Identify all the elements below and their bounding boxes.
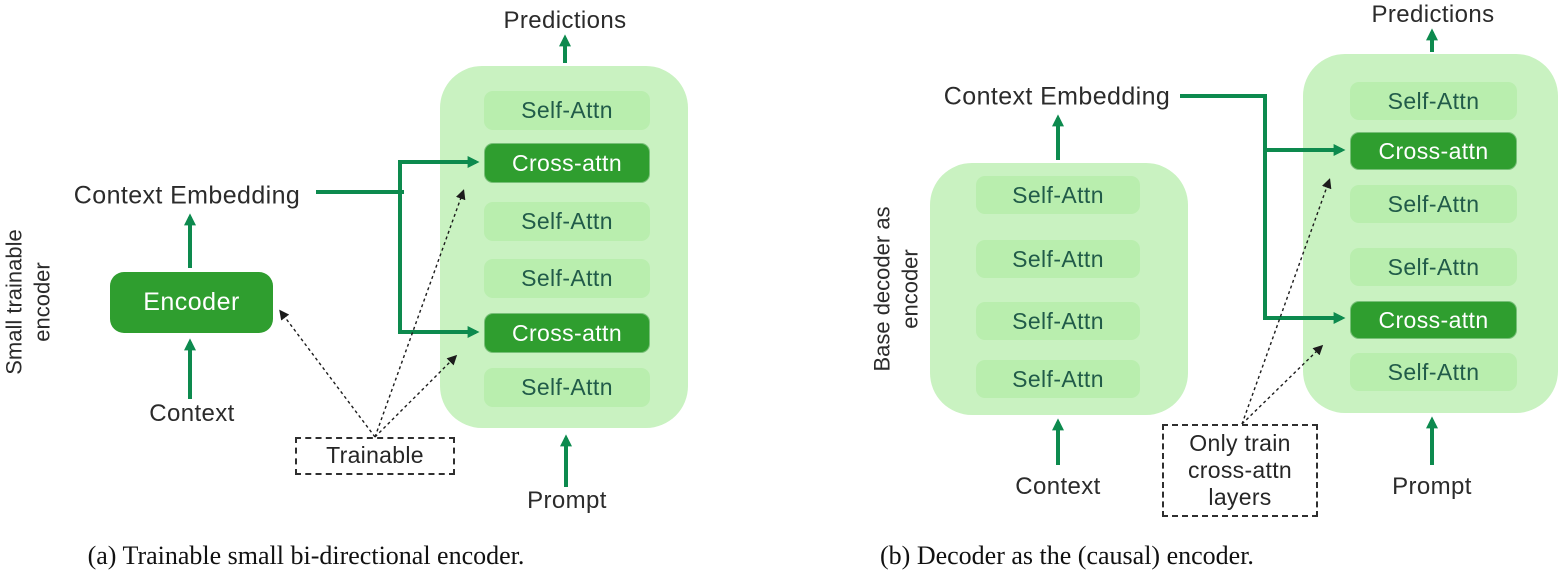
panel-b-encoder-layer-self-attn-4: Self-Attn bbox=[976, 360, 1140, 398]
panel-b-decoder-layer-self-attn-2: Self-Attn bbox=[1350, 185, 1517, 223]
panel-b-context-label: Context bbox=[1015, 473, 1101, 500]
panel-b-encoder-layer-self-attn-2: Self-Attn bbox=[976, 240, 1140, 278]
panel-a-layer-self-attn-3: Self-Attn bbox=[484, 259, 650, 298]
panel-b-prompt-label: Prompt bbox=[1392, 473, 1472, 500]
panel-b-side-label: Base decoder as encoder bbox=[869, 206, 924, 371]
panel-b-decoder-layer-cross-attn-2: Cross-attn bbox=[1350, 301, 1517, 339]
panel-b-decoder-layer-self-attn-1: Self-Attn bbox=[1350, 82, 1517, 120]
panel-a-layer-self-attn-1: Self-Attn bbox=[484, 91, 650, 130]
panel-b-encoder-layer-self-attn-3: Self-Attn bbox=[976, 302, 1140, 340]
panel-b-only-train-line3: layers bbox=[1208, 484, 1272, 511]
panel-b-decoder-layer-cross-attn-1: Cross-attn bbox=[1350, 132, 1517, 170]
panel-b-only-train-line2: cross-attn bbox=[1188, 456, 1292, 483]
panel-b-only-train-line1: Only train bbox=[1189, 429, 1291, 456]
panel-b-decoder-layer-self-attn-3: Self-Attn bbox=[1350, 248, 1517, 286]
panel-b-encoder-layer-self-attn-1: Self-Attn bbox=[976, 176, 1140, 214]
panel-b-embedding-connector-trunk bbox=[1180, 94, 1267, 320]
panel-b-predictions-label: Predictions bbox=[1371, 1, 1495, 28]
panel-b-context-embedding-label: Context Embedding bbox=[943, 82, 1171, 111]
panel-a-side-label-line1: Small trainable bbox=[1, 229, 27, 375]
panel-b-only-train-box: Only train cross-attn layers bbox=[1162, 424, 1318, 517]
panel-b-caption: (b) Decoder as the (causal) encoder. bbox=[880, 541, 1254, 570]
panel-a-layer-self-attn-4: Self-Attn bbox=[484, 368, 650, 407]
panel-a-predictions-label: Predictions bbox=[503, 7, 627, 34]
panel-a-trainable-box-label: Trainable bbox=[326, 442, 424, 469]
panel-a-layer-cross-attn-2: Cross-attn bbox=[484, 313, 650, 353]
panel-b-side-label-line2: encoder bbox=[897, 249, 922, 329]
panel-a-side-label: Small trainable encoder bbox=[1, 229, 56, 375]
panel-a-encoder-box-label: Encoder bbox=[143, 288, 240, 316]
panel-a-trainable-to-encoder-dashed-arrow bbox=[279, 309, 376, 438]
panel-a-encoder-box: Encoder bbox=[110, 272, 273, 333]
panel-a-context-embedding-label: Context Embedding bbox=[73, 181, 301, 210]
panel-a-layer-self-attn-2: Self-Attn bbox=[484, 202, 650, 241]
panel-a-context-label: Context bbox=[149, 400, 235, 427]
panel-a-side-label-line2: encoder bbox=[29, 262, 54, 342]
panel-a-prompt-label: Prompt bbox=[527, 487, 607, 514]
panel-a-layer-cross-attn-1: Cross-attn bbox=[484, 143, 650, 183]
panel-b-decoder-layer-self-attn-4: Self-Attn bbox=[1350, 353, 1517, 391]
panel-a-trainable-box: Trainable bbox=[295, 437, 455, 475]
panel-a-caption: (a) Trainable small bi-directional encod… bbox=[87, 541, 525, 570]
panel-b-side-label-line1: Base decoder as bbox=[869, 206, 895, 372]
